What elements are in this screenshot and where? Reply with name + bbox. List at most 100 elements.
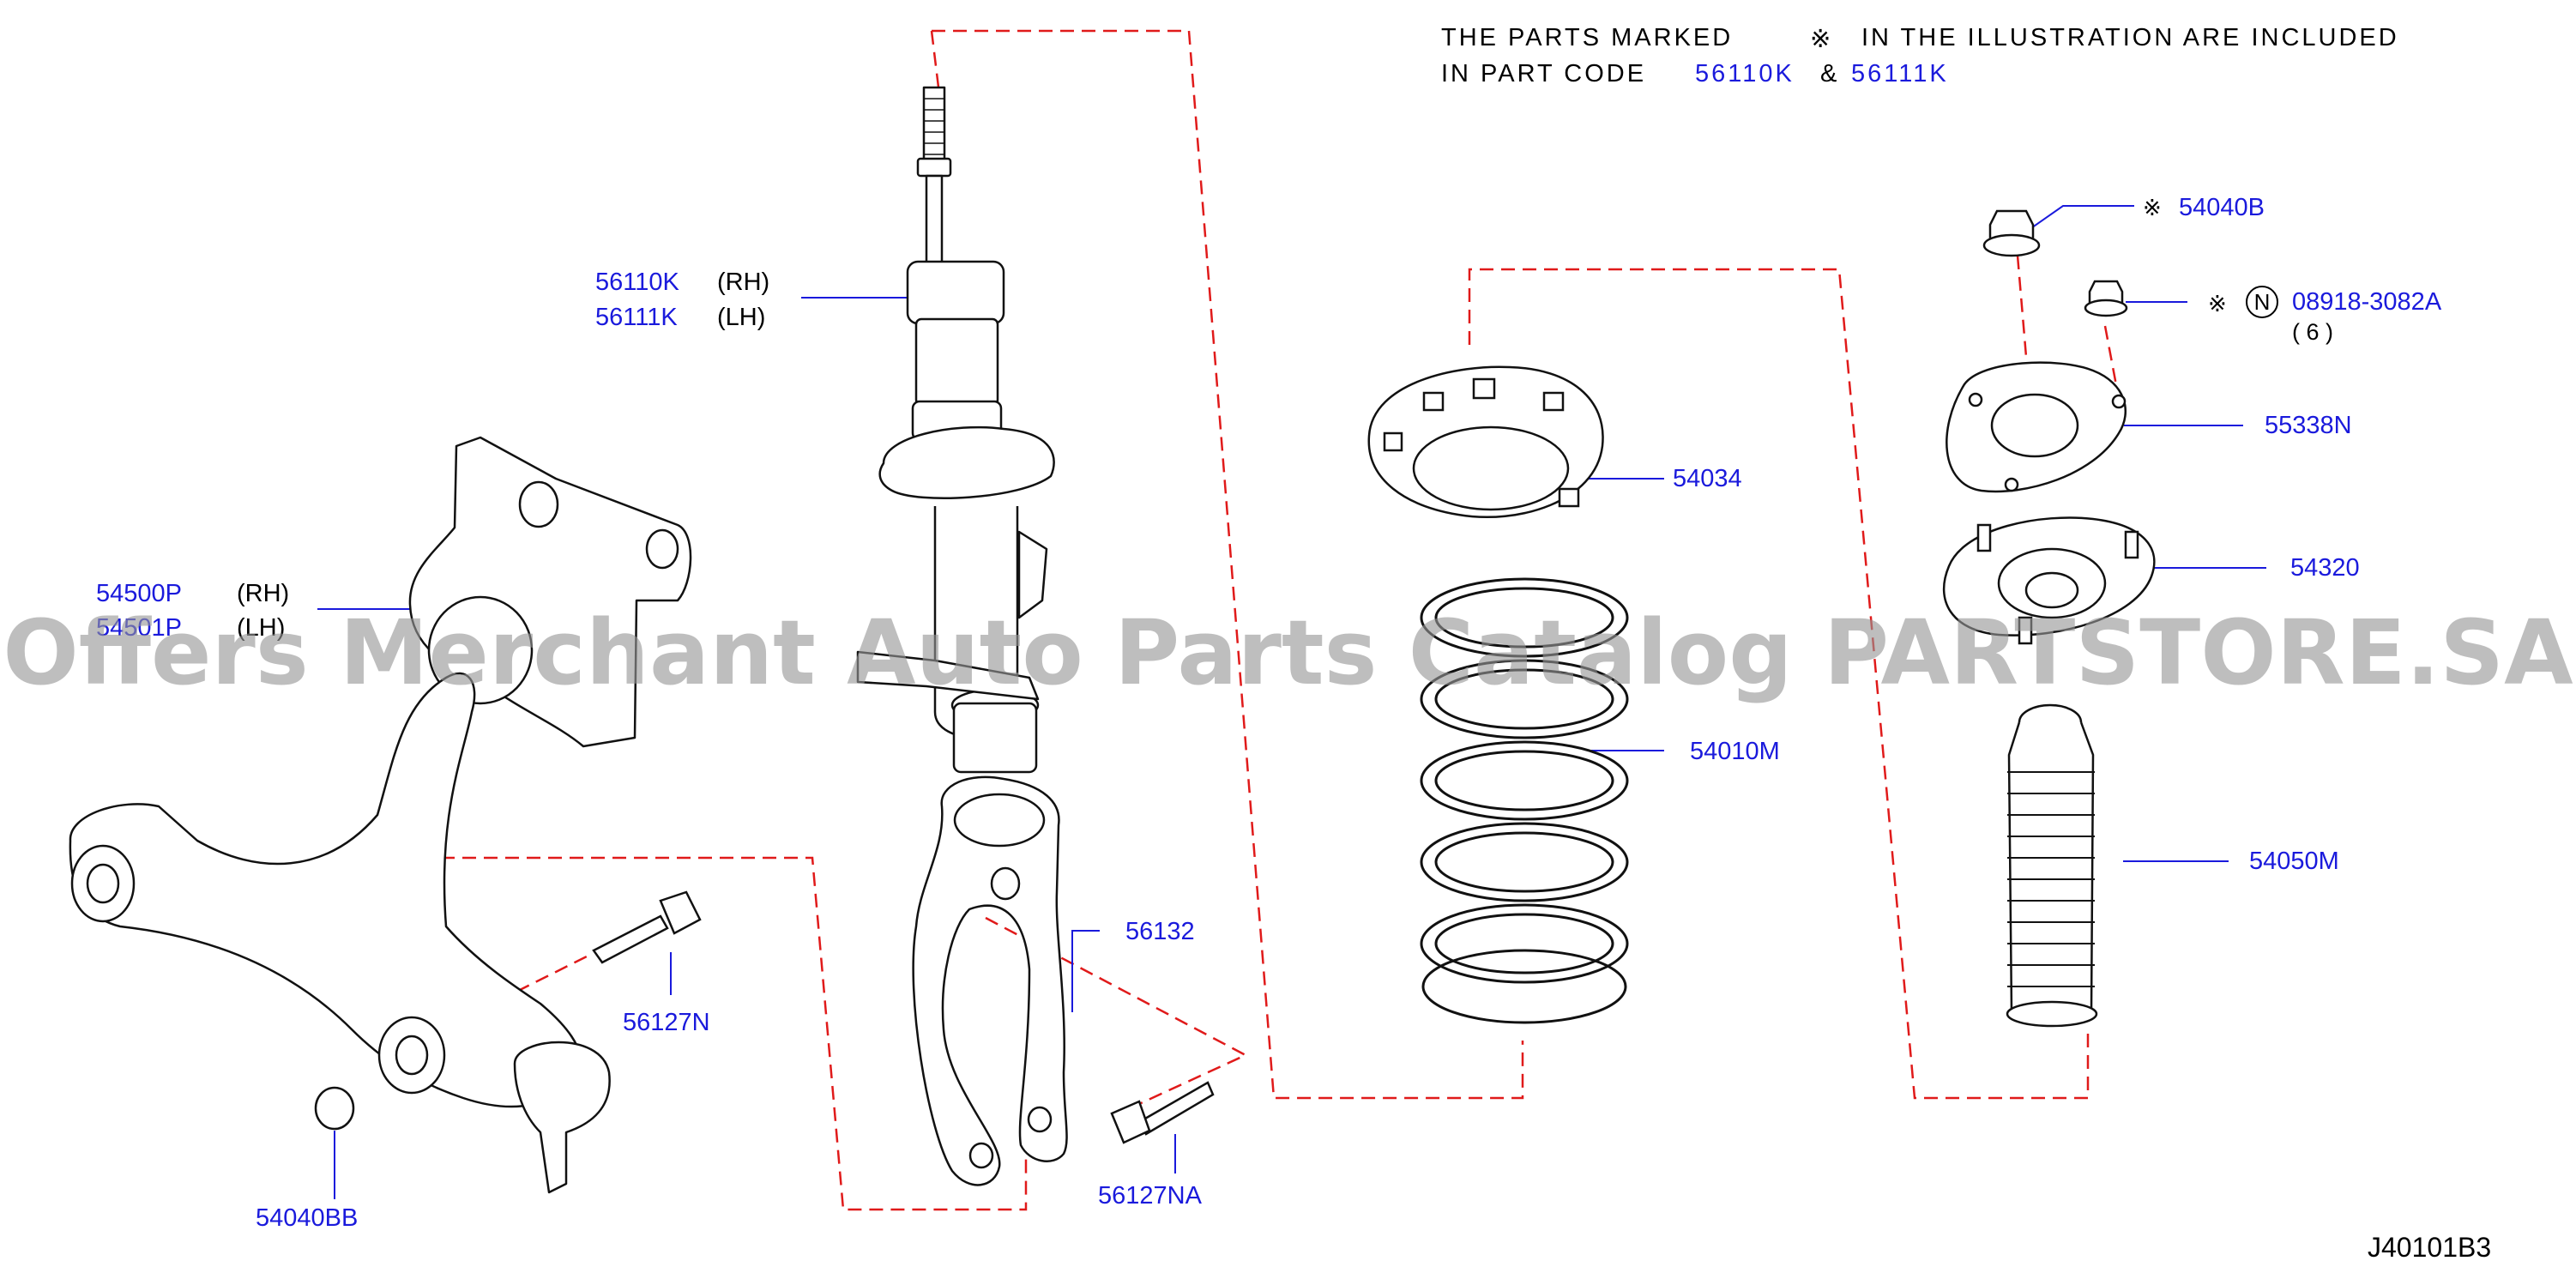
spring-assembly-outline [1468,268,2090,1100]
mount-nuts-drawing [1982,209,2128,317]
fork-lower-hole-b [968,1142,994,1169]
strut-mount-drawing [1942,516,2156,645]
flange-nut-side-base [2084,299,2128,317]
bumper-body [2007,721,2095,1014]
part-code-nut-top[interactable]: 54040B [2179,194,2265,221]
knuckle-hole-side [645,528,679,570]
bound-bumper-drawing [2006,703,2098,1028]
side-knuckle-lh: (LH) [237,614,286,642]
coil-3b [1434,750,1614,811]
nut-top-mark: ※ [2143,196,2162,221]
part-code-arm-nut[interactable]: 54040BB [256,1204,359,1232]
note-line-1-end: IN THE ILLUSTRATION ARE INCLUDED [1861,24,2399,51]
fork-lower-hole-a [1027,1106,1053,1133]
bumper-bellows [2007,771,2095,987]
coil-5 [1420,903,1629,984]
part-code-strut-lh[interactable]: 56111K [595,304,678,331]
nut-side-quantity: ( 6 ) [2292,319,2334,345]
mount-stud-2 [2124,530,2139,559]
strut-assembly-outline [932,29,1524,1100]
lower-arm-body [69,672,585,1108]
part-code-bolt-b[interactable]: 56127NA [1098,1182,1202,1210]
coil-4b [1434,831,1614,893]
seat-tab-5 [1558,487,1580,508]
side-strut-rh: (RH) [717,268,770,296]
seat-tab-1 [1472,377,1496,400]
seat-tab-2 [1422,391,1445,412]
nut-side-mark: ※ [2208,292,2227,317]
ball-joint [513,1041,611,1194]
part-code-mount[interactable]: 54320 [2290,554,2360,582]
fork-top-ring [953,793,1046,848]
strut-stud-collar [916,157,952,178]
strut-bracket-lower [856,650,1040,701]
bolt-a-shank [592,914,669,964]
coil-4 [1420,822,1629,902]
part-code-nut-side[interactable]: 08918-3082A [2292,288,2442,316]
coil-2 [1420,659,1629,739]
part-code-fork[interactable]: 56132 [1125,918,1195,945]
part-code-bolt-a[interactable]: 56127N [623,1009,710,1036]
mount-nut-dash-2 [2103,325,2121,400]
bolt-a-head [659,890,702,935]
nut-top-leader [2019,205,2134,237]
bolt-a-leader-dash [497,952,593,1003]
strut-body-upper [906,260,1005,325]
leader-lines [317,205,2266,1199]
strut-top-leader-dash [930,30,942,102]
coil-1b [1434,587,1614,649]
coil-5b [1434,913,1614,974]
note-line-1-start: THE PARTS MARKED [1441,24,1734,51]
strut-bottom-cylinder [952,702,1038,774]
new-part-badge: N [2246,286,2278,318]
coil-2b [1434,668,1614,730]
plate-hole-3 [2004,477,2019,492]
strut-bracket [1017,530,1048,619]
bolt-b-head [1110,1100,1151,1144]
plate-center-hole [1990,393,2079,458]
knuckle-arm-drawing [69,436,692,1194]
part-code-knuckle-lh[interactable]: 54501P [96,614,182,642]
flange-nut-top-base [1982,233,2041,257]
note-ampersand: & [1820,60,1840,87]
part-code-spring[interactable]: 54010M [1690,738,1780,765]
coil-3 [1420,740,1629,821]
mount-stud-3 [2018,616,2033,645]
note-line-2-start: IN PART CODE [1441,60,1647,87]
arm-nut-shape [314,1086,355,1131]
side-knuckle-rh: (RH) [237,580,290,607]
arm-bushing-rear-inner [395,1035,429,1076]
coil-1 [1420,577,1629,658]
part-code-strut-rh[interactable]: 56110K [595,268,679,296]
diagram-reference-id: J40101B3 [2368,1232,2492,1263]
fork-bolt-hole [990,866,1021,901]
seat-tab-3 [1542,391,1565,412]
note-code-2[interactable]: 56111K [1851,60,1949,87]
stud-thread-lines [924,98,944,155]
seat-inner-opening [1412,425,1570,511]
fork-drawing [912,775,1068,1186]
mount-stud-1 [1976,523,1992,552]
bolt-b-shank [1137,1081,1215,1136]
upper-plate-drawing [1946,361,2127,493]
fork-leader [1071,930,1100,1012]
coil-spring-drawing [1420,577,1629,1024]
strut-body [914,317,999,407]
part-code-bound-bumper[interactable]: 54050M [2249,848,2339,875]
side-strut-lh: (LH) [717,304,766,331]
mount-hub-inner [2024,571,2079,609]
spring-seat-drawing [1367,365,1604,518]
arm-bushing-front-inner [86,863,120,904]
bumper-base [2006,1000,2098,1028]
strut-threaded-stud [922,86,946,166]
plate-hole-1 [1968,392,1983,407]
plate-hole-2 [2111,394,2127,409]
note-mark-symbol: ※ [1810,24,1834,53]
part-code-knuckle-rh[interactable]: 54500P [96,580,182,607]
knuckle-hole-upper [518,480,559,528]
part-code-seat[interactable]: 54034 [1673,465,1742,492]
strut-drawing [856,86,1055,774]
note-code-1[interactable]: 56110K [1695,60,1795,87]
part-code-plate[interactable]: 55338N [2265,412,2352,439]
